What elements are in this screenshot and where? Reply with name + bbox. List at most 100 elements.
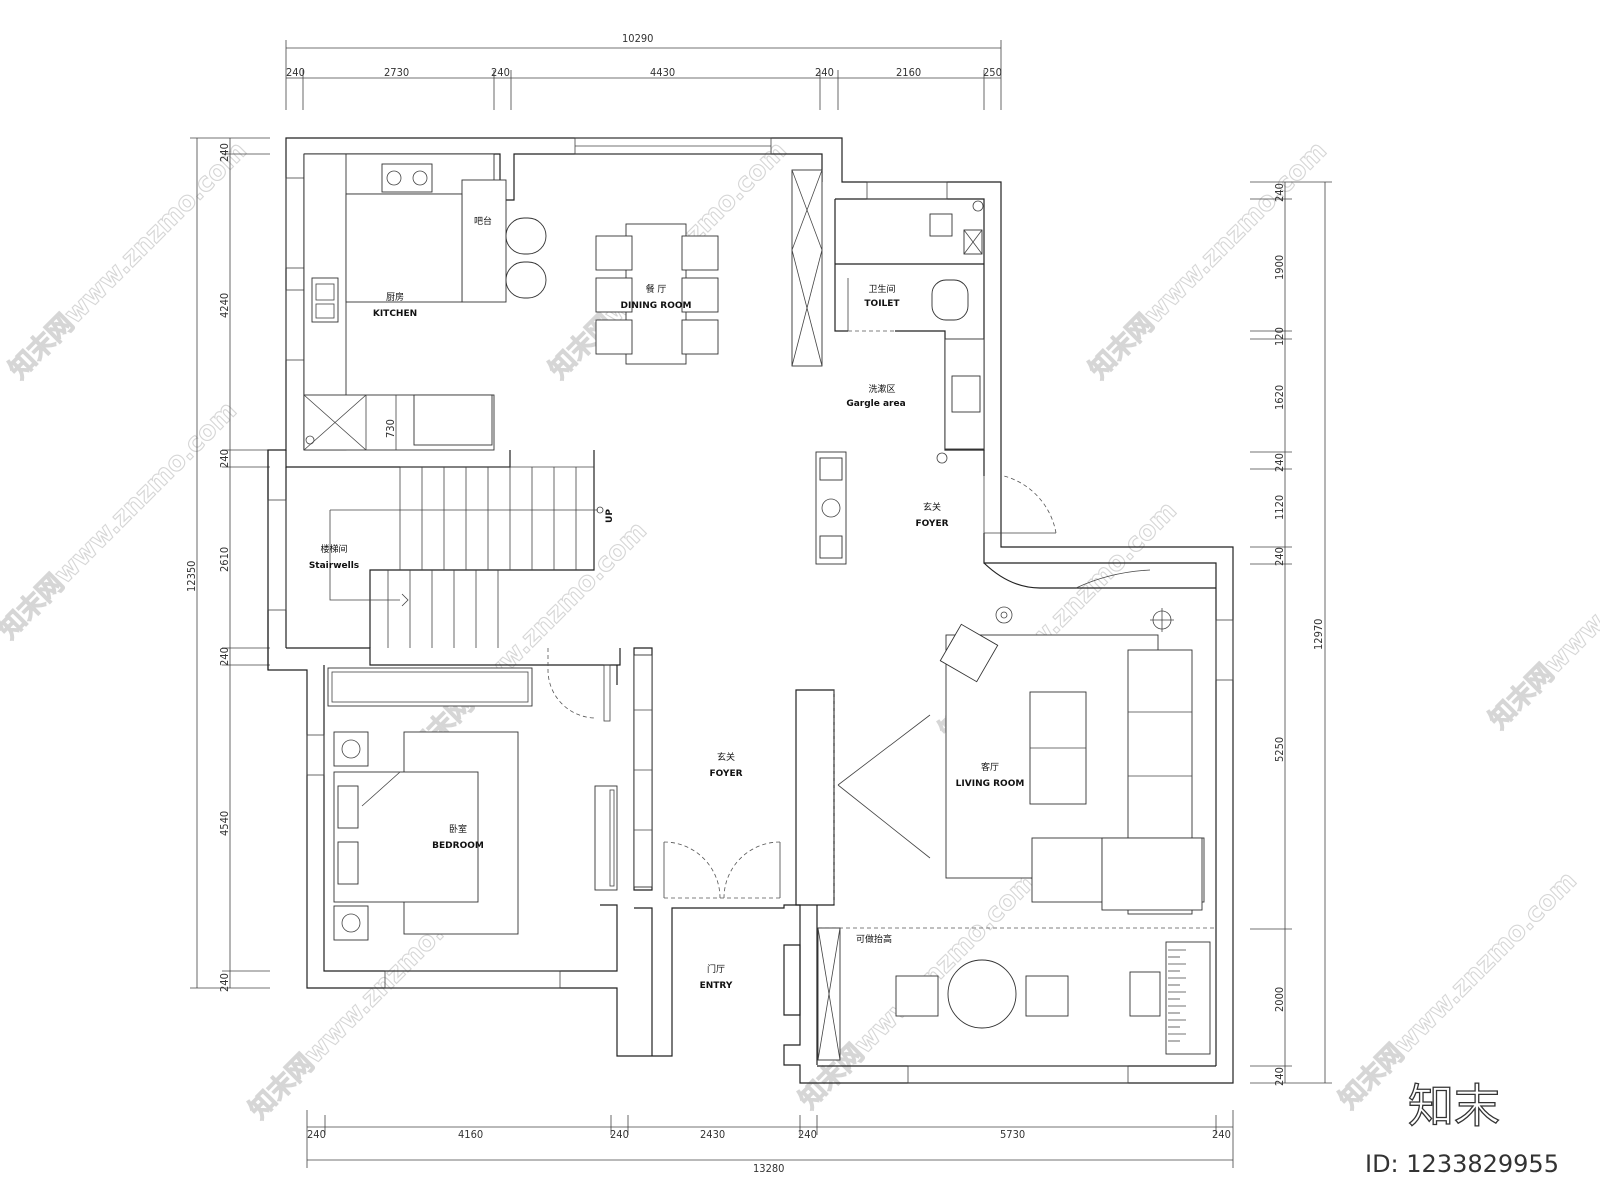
brand-logo: 知末 <box>1408 1079 1500 1133</box>
stair-treads <box>399 466 594 570</box>
piano-icon <box>1165 941 1211 1055</box>
dim-left-seg: 4540 <box>218 811 231 836</box>
dim-right-seg: 5250 <box>1273 737 1286 762</box>
floor-drain-icon <box>929 213 953 237</box>
wardrobe-icon <box>327 667 533 707</box>
dim-bottom-seg: 240 <box>798 1128 817 1141</box>
living-area: 客厅 LIVING ROOM 可做抬高 <box>817 569 1216 1061</box>
kitchen-label-cn: 厨房 <box>386 291 404 303</box>
dim-right-seg: 1120 <box>1273 495 1286 520</box>
dim-right-seg: 240 <box>1273 547 1286 566</box>
dim-right-seg: 240 <box>1273 453 1286 472</box>
watermark-text: 知末网www.znzmo.com <box>1484 486 1600 735</box>
raised-area-label: 可做抬高 <box>856 933 892 945</box>
gargle-label-cn: 洗漱区 <box>868 383 895 395</box>
stairwells-label-cn: 楼梯间 <box>320 543 347 555</box>
dining-area: 餐 厅 DINING ROOM <box>595 169 823 367</box>
watermark-text: 知末网www.znzmo.com <box>4 136 253 385</box>
dim-right-seg: 1620 <box>1273 385 1286 410</box>
watermark-text: 知末网www.znzmo.com <box>0 396 243 645</box>
dim-top-total: 10290 <box>622 32 653 45</box>
stair-treads <box>387 570 499 648</box>
windows <box>267 137 1234 1084</box>
piano-keys <box>1168 949 1186 1042</box>
dim-bottom-seg: 240 <box>610 1128 629 1141</box>
dining-label-cn: 餐 厅 <box>646 283 667 295</box>
upper-foyer: 玄关 FOYER <box>815 451 1057 565</box>
entry-label-en: ENTRY <box>700 981 733 991</box>
tv-cabinet-icon <box>594 785 618 891</box>
dim-top-seg: 240 <box>286 66 305 79</box>
dim-left-seg: 240 <box>218 449 231 468</box>
chair-icon <box>595 319 633 355</box>
dimension-right: 240 1900 120 1620 240 1120 240 5250 2000… <box>1250 181 1332 1086</box>
brand-block: 知末 ID: 1233829955 <box>1365 1078 1559 1178</box>
dim-right-seg: 2000 <box>1273 987 1286 1012</box>
bedroom-label-cn: 卧室 <box>449 823 467 835</box>
piano-stool-icon <box>1129 971 1161 1017</box>
dim-top-seg: 250 <box>983 66 1002 79</box>
dim-top-seg: 4430 <box>650 66 675 79</box>
bedroom-area: 卧室 BEDROOM <box>327 648 618 941</box>
dimension-bottom: 240 4160 240 2430 240 5730 240 13280 <box>306 1110 1234 1175</box>
dim-top-seg: 240 <box>491 66 510 79</box>
dim-bottom-seg: 240 <box>307 1128 326 1141</box>
dim-bottom-seg: 5730 <box>1000 1128 1025 1141</box>
armchair-icon <box>1025 975 1069 1017</box>
kitchen-area: 730 厨房 KITCHEN 吧台 <box>303 153 547 451</box>
dim-right-seg: 240 <box>1273 1067 1286 1086</box>
dim-right-seg: 1900 <box>1273 255 1286 280</box>
dim-bottom-seg: 240 <box>1212 1128 1231 1141</box>
dim-left-seg: 240 <box>218 973 231 992</box>
stairwells-label-en: Stairwells <box>309 561 359 571</box>
nightstand-lamp-icon <box>333 731 369 767</box>
pillow-icon <box>337 841 359 885</box>
fridge-icon <box>413 394 493 446</box>
dim-top-seg: 240 <box>815 66 834 79</box>
dimension-top: 10290 240 2730 240 4430 240 2160 250 <box>285 32 1002 110</box>
dining-table-icon <box>625 223 687 365</box>
foyer-upper-label-en: FOYER <box>915 519 948 529</box>
dim-bottom-total: 13280 <box>753 1162 784 1175</box>
chair-icon <box>595 277 633 313</box>
toilet-label-en: TOILET <box>864 299 900 309</box>
kitchen-counter-dim: 730 <box>384 419 397 438</box>
dim-bottom-seg: 2430 <box>700 1128 725 1141</box>
nightstand-lamp-icon <box>333 905 369 941</box>
watermark-text: 知末网www.znzmo.com <box>1334 866 1583 1115</box>
stove-icon <box>381 163 433 193</box>
dim-bottom-seg: 4160 <box>458 1128 483 1141</box>
stairwell: 楼梯间 Stairwells UP <box>309 466 615 648</box>
dim-right-seg: 120 <box>1273 327 1286 346</box>
bar-label: 吧台 <box>474 215 492 227</box>
toilet-area: 卫生间 TOILET 洗漱区 Gargle area <box>846 200 985 464</box>
dim-left-seg: 240 <box>218 143 231 162</box>
chair-icon <box>595 235 633 271</box>
living-label-en: LIVING ROOM <box>956 779 1025 789</box>
dimension-left: 240 4240 240 2610 240 4540 240 12350 <box>185 137 270 992</box>
dim-left-seg: 2610 <box>218 547 231 572</box>
toilet-label-cn: 卫生间 <box>868 283 895 295</box>
chair-icon <box>681 277 719 313</box>
lower-foyer: 玄关 FOYER 门厅 ENTRY <box>633 654 781 991</box>
kitchen-label-en: KITCHEN <box>373 309 417 319</box>
lounge-chair-icon <box>939 623 999 683</box>
dim-left-seg: 4240 <box>218 293 231 318</box>
dim-right-seg: 240 <box>1273 183 1286 202</box>
bar-stool-icon <box>505 217 547 255</box>
armchair-icon <box>895 975 939 1017</box>
wash-basin-icon <box>951 375 981 413</box>
pillow-icon <box>337 785 359 829</box>
dim-top-seg: 2730 <box>384 66 409 79</box>
dim-top-seg: 2160 <box>896 66 921 79</box>
gargle-label-en: Gargle area <box>846 399 905 409</box>
chair-icon <box>681 319 719 355</box>
dining-label-en: DINING ROOM <box>621 301 692 311</box>
chair-icon <box>681 235 719 271</box>
living-label-cn: 客厅 <box>981 761 999 773</box>
foyer-lower-label-cn: 玄关 <box>717 751 735 763</box>
toilet-bowl-icon <box>931 279 969 321</box>
stair-up-label: UP <box>605 509 615 523</box>
dim-right-total: 12970 <box>1312 619 1325 650</box>
